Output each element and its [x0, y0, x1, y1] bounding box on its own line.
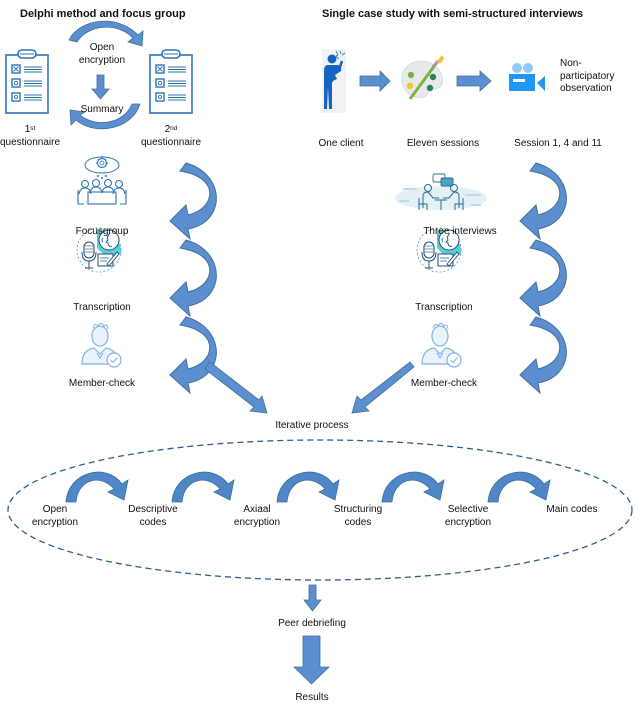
distressed-person-icon: [322, 49, 346, 113]
member-check-icon-right: [421, 322, 462, 368]
left-step-focusgroup: Focusgroup: [75, 226, 129, 237]
q2-suffix: nd: [170, 125, 178, 132]
observation-label: Non- participatory observation: [560, 58, 615, 94]
q1-text: questionnaire: [0, 136, 61, 148]
left-step-transcription: Transcription: [73, 302, 131, 313]
uturn-arrow-left-2: [169, 239, 217, 317]
uturn-arrow-left-3: [169, 316, 217, 394]
clipboard-icon-second: [149, 49, 193, 114]
code-arrow-3: [276, 471, 340, 503]
right-arrow-2: [456, 70, 492, 92]
right-step-member-check: Member-check: [410, 378, 478, 389]
code-selective-encryption: Selective encryption: [444, 504, 492, 528]
code-arrow-4: [381, 471, 445, 503]
code-arrow-2: [171, 471, 235, 503]
interview-icon: [395, 173, 487, 210]
top-item-eleven-sessions: Eleven sessions: [406, 138, 480, 149]
video-camera-icon: [509, 63, 545, 91]
results-label: Results: [295, 692, 329, 703]
top-item-one-client: One client: [318, 138, 364, 149]
iterative-process-boundary: [7, 439, 633, 581]
peer-debriefing-label: Peer debriefing: [278, 618, 346, 629]
cycle-label-summary: Summary: [80, 104, 124, 115]
diagonal-arrow-left: [204, 361, 268, 414]
iterative-process-label: Iterative process: [275, 420, 349, 431]
left-step-member-check: Member-check: [68, 378, 136, 389]
code-open-encryption: Open encryption: [31, 504, 79, 528]
code-descriptive-codes: Descriptive codes: [128, 504, 178, 528]
code-axiaal-encryption: Axiaal encryption: [233, 504, 281, 528]
right-step-three-interviews: Three interviews: [423, 226, 497, 237]
left-section-title: Delphi method and focus group: [20, 8, 186, 20]
q2-number: 2: [164, 124, 171, 135]
q1-number: 1: [24, 124, 31, 135]
cycle-arrow-bottom: [69, 103, 141, 130]
down-arrow-peer: [303, 584, 322, 612]
uturn-arrow-right-3: [519, 316, 567, 394]
cycle-arrow-top: [68, 20, 144, 47]
uturn-arrow-right-2: [519, 239, 567, 317]
top-item-sessions-recorded: Session 1, 4 and 11: [514, 138, 602, 149]
down-arrow-small: [91, 74, 110, 100]
down-arrow-results: [293, 635, 330, 685]
code-structuring-codes: Structuring codes: [333, 504, 383, 528]
right-section-title: Single case study with semi-structured i…: [322, 8, 584, 20]
member-check-icon-left: [81, 322, 122, 368]
q2-text: questionnaire: [140, 136, 202, 148]
art-palette-icon: [401, 55, 444, 100]
first-questionnaire-label: 1st questionnaire: [0, 124, 60, 149]
clipboard-icon-first: [5, 49, 49, 114]
code-arrow-5: [487, 471, 551, 503]
right-arrow-1: [359, 70, 391, 92]
code-arrow-1: [65, 471, 129, 503]
focus-group-icon: [77, 156, 127, 205]
q1-suffix: st: [30, 125, 36, 132]
uturn-arrow-left-1: [169, 162, 217, 240]
second-questionnaire-label: 2nd questionnaire: [140, 124, 202, 149]
diagonal-arrow-right: [351, 361, 415, 414]
cycle-label-open-encryption: Open encryption: [78, 42, 126, 66]
code-main-codes: Main codes: [546, 504, 598, 515]
right-step-transcription: Transcription: [415, 302, 473, 313]
uturn-arrow-right-1: [519, 162, 567, 240]
